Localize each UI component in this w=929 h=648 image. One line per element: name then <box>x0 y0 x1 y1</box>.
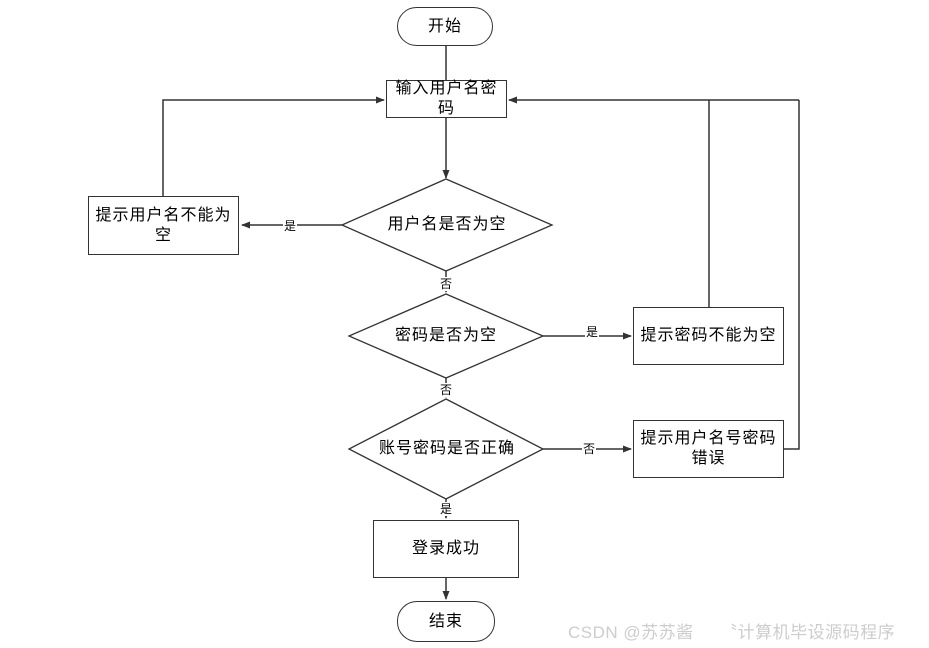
edge-label-username-no: 否 <box>438 277 454 291</box>
check-username-label: 用户名是否为空 <box>387 216 507 233</box>
prompt-username-empty-node: 提示用户名不能为 空 <box>88 196 239 255</box>
edge-prompt-wrong-return <box>783 100 800 450</box>
watermark-text: CSDN @苏苏酱 〝计算机毕设源码程序 <box>568 623 896 642</box>
check-credentials-diamond <box>347 398 545 500</box>
edge-prompt-username-return <box>162 96 385 196</box>
edge-label-username-yes: 是 <box>282 219 298 233</box>
input-credentials-node: 输入用户名密 码 <box>386 80 507 118</box>
check-username-diamond <box>340 178 554 272</box>
check-password-label: 密码是否为空 <box>394 327 497 344</box>
login-success-node: 登录成功 <box>373 520 519 578</box>
end-node: 结束 <box>397 601 495 642</box>
edge-label-password-yes: 是 <box>584 325 600 339</box>
edge-label-credentials-yes: 是 <box>438 502 454 516</box>
edge-label-password-no: 否 <box>438 383 454 397</box>
check-credentials-label: 账号密码是否正确 <box>378 440 515 457</box>
edge-label-credentials-no: 否 <box>581 442 597 456</box>
check-password-diamond <box>347 293 545 379</box>
prompt-password-empty-node: 提示密码不能为空 <box>633 307 784 365</box>
start-node: 开始 <box>397 7 493 46</box>
prompt-credentials-wrong-node: 提示用户名号密码 错误 <box>633 420 784 478</box>
